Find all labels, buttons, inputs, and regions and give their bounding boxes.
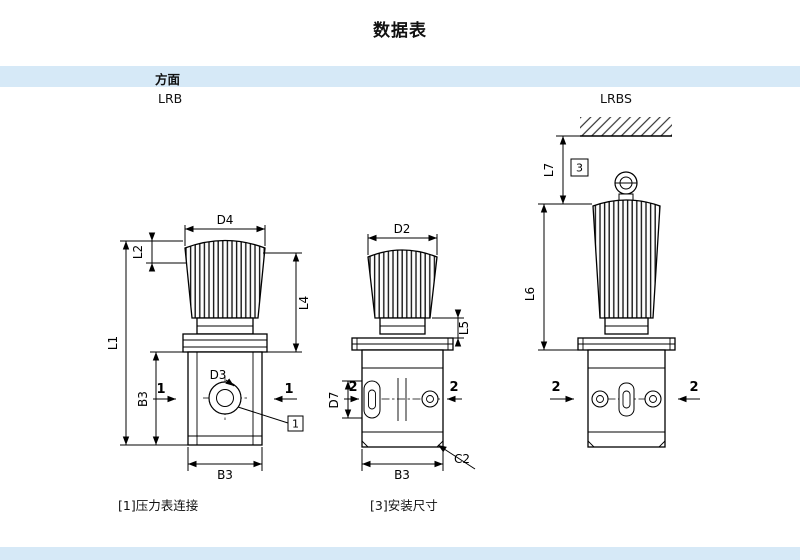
dim-l2: L2 (120, 232, 186, 272)
cut-label-2-right-lrbs: 2 (689, 380, 698, 395)
caption-gauge-connection: [1]压力表连接 (118, 498, 199, 513)
dim-d2: D2 (367, 222, 438, 255)
cut-label-2-right-side: 2 (449, 380, 458, 395)
section-header-band: 方面 (0, 66, 800, 87)
dim-label-d2: D2 (394, 222, 411, 236)
lrbs-knob (592, 199, 661, 319)
side-body (361, 349, 444, 448)
lrb-body (187, 351, 263, 446)
lrb-bonnet (182, 317, 268, 353)
dim-c2: C2 (437, 444, 476, 470)
cut-label-2-left-side: 2 (348, 380, 357, 395)
lrbs-bonnet (577, 317, 676, 351)
callout-1-gauge: 1 (237, 406, 304, 432)
dim-l4: L4 (263, 252, 311, 353)
dim-label-l1: L1 (106, 336, 120, 350)
cut-label-1-right: 1 (284, 382, 293, 397)
model-label-lrb: LRB (158, 91, 183, 106)
dim-b3-bottom-front: B3 (187, 447, 263, 482)
dim-d4: D4 (184, 213, 266, 246)
callout-3-number: 3 (576, 162, 583, 175)
dim-label-l2: L2 (131, 245, 145, 259)
cut-label-1-left: 1 (156, 382, 165, 397)
dim-label-d4: D4 (217, 213, 234, 227)
page-title: 数据表 (373, 21, 427, 41)
dim-label-l7: L7 (542, 163, 556, 177)
callout-1-number: 1 (292, 418, 299, 431)
callout-3-mounting: 3 (570, 158, 589, 177)
caption-mounting-dimension: [3]安装尺寸 (370, 498, 438, 513)
drawing-lrbs-mounted: L7 3 (523, 117, 700, 448)
model-label-lrbs: LRBS (600, 91, 632, 106)
footer-band (0, 547, 800, 560)
side-knob (367, 249, 438, 319)
dim-l1: L1 (106, 241, 188, 446)
dim-label-d7: D7 (327, 392, 341, 409)
mounting-surface-hatch (580, 117, 672, 137)
dim-d3: D3 (210, 368, 235, 387)
drawing-lrb-front: D4 L2 L1 B3 (106, 213, 311, 482)
side-bonnet (351, 317, 454, 351)
dim-label-l6: L6 (523, 287, 537, 301)
section-cut-2-markers-lrbs: 2 2 (550, 380, 700, 403)
drawing-lrb-side: D2 L5 (327, 222, 476, 482)
dim-b3-bottom-side: B3 (361, 449, 444, 482)
section-cut-1-markers: 1 1 (153, 382, 297, 403)
dim-l5: L5 (432, 309, 471, 347)
section-cut-2-markers-side: 2 2 (344, 380, 462, 403)
lrbs-body (587, 349, 666, 448)
section-header-label: 方面 (155, 72, 181, 87)
dim-label-b3-bottom-front: B3 (217, 468, 233, 482)
dim-l6: L6 (523, 204, 578, 351)
cut-label-2-left-lrbs: 2 (551, 380, 560, 395)
dim-label-l4: L4 (297, 296, 311, 310)
lrb-knob (184, 239, 266, 319)
dim-label-c2: C2 (454, 452, 470, 466)
dim-label-b3-left: B3 (136, 391, 150, 407)
dim-label-l5: L5 (457, 321, 471, 335)
dim-label-d3: D3 (210, 368, 227, 382)
dim-label-b3-bottom-side: B3 (394, 468, 410, 482)
